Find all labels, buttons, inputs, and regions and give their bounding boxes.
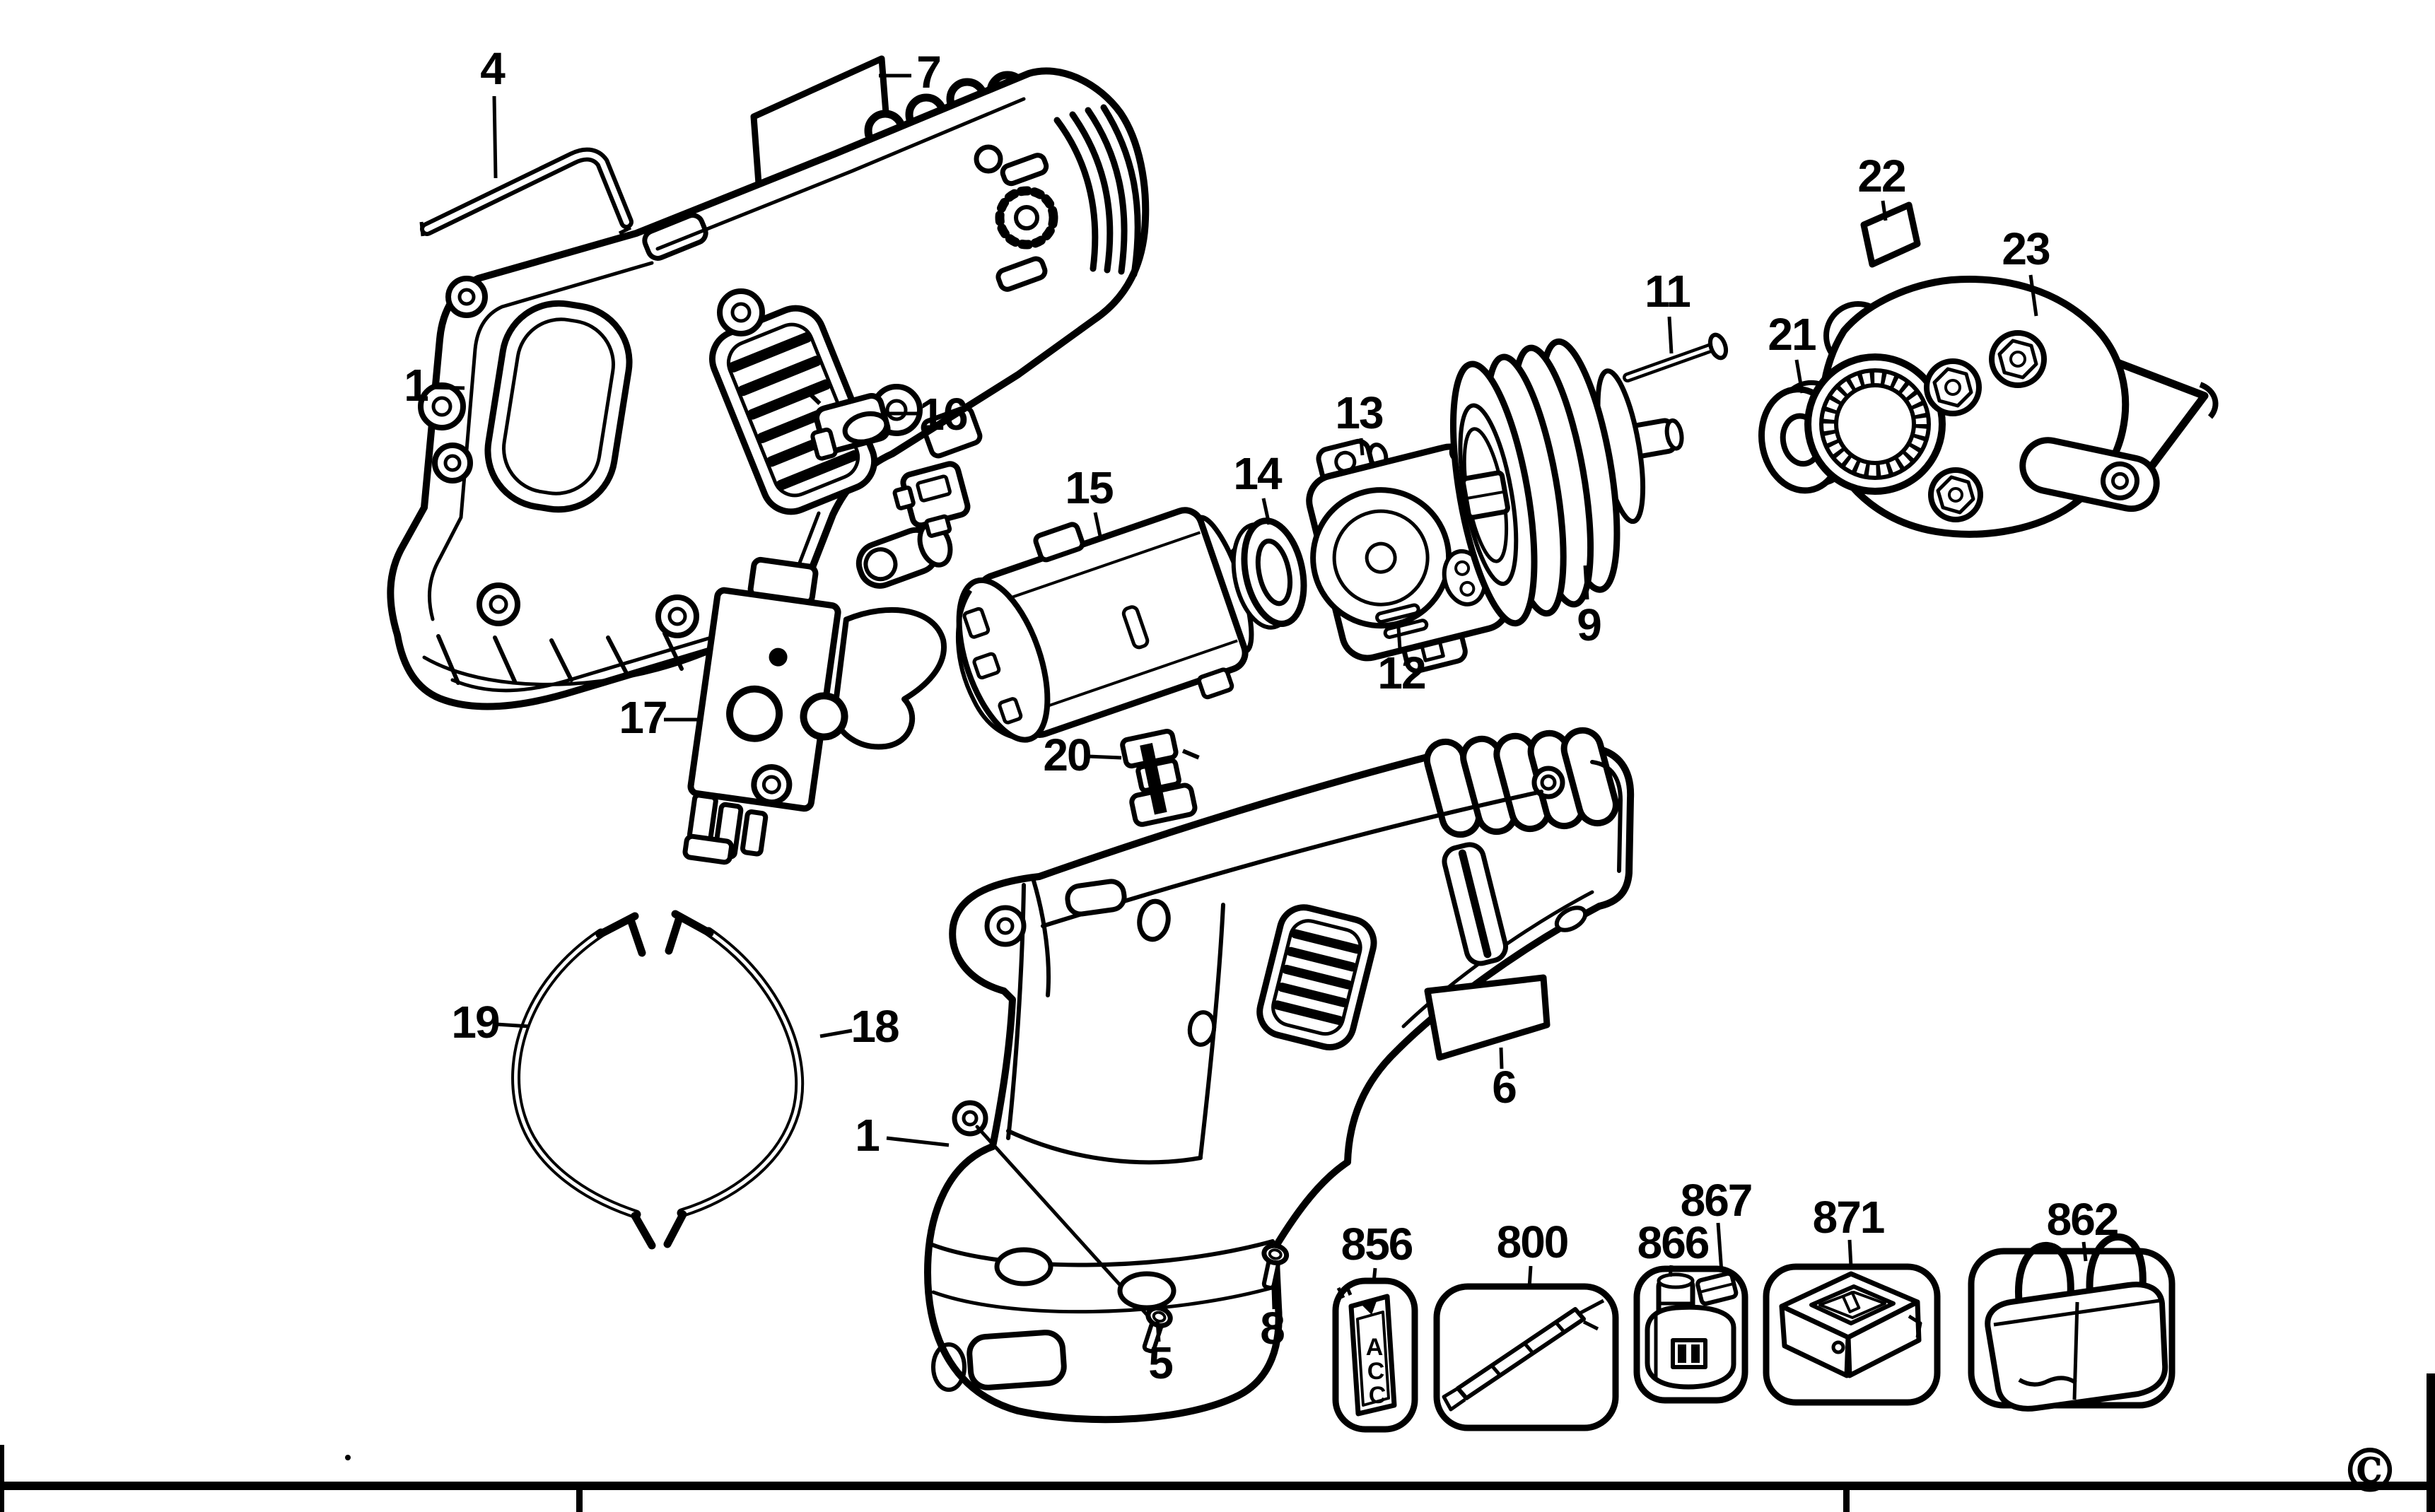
callout-867: 867 bbox=[1681, 1175, 1752, 1226]
callout-15: 15 bbox=[1065, 462, 1113, 513]
acc-letter-a: A bbox=[1366, 1334, 1384, 1361]
leader-line-866 bbox=[1668, 1265, 1674, 1277]
callout-12: 12 bbox=[1377, 647, 1425, 698]
part-9-clutch-assembly bbox=[1449, 338, 1684, 627]
part-4-hex-key-icon bbox=[419, 147, 633, 237]
callout-1-top: 1 bbox=[404, 360, 428, 411]
part-23-gearhead bbox=[1804, 276, 2219, 538]
callout-17: 17 bbox=[619, 692, 666, 743]
leader-line-14 bbox=[1261, 498, 1271, 525]
callout-6: 6 bbox=[1492, 1062, 1516, 1113]
acc-letter-c2: C bbox=[1369, 1382, 1386, 1409]
callout-4: 4 bbox=[480, 43, 506, 94]
box-800-cutting-tool bbox=[1433, 1283, 1619, 1431]
part-1-lower-housing bbox=[924, 727, 1635, 1424]
part-20-bracket bbox=[1120, 728, 1200, 827]
leader-line-22 bbox=[1881, 200, 1888, 221]
callout-871: 871 bbox=[1813, 1192, 1884, 1243]
callout-866: 866 bbox=[1637, 1217, 1709, 1268]
leader-line-19 bbox=[496, 1022, 530, 1028]
part-15-motor bbox=[956, 507, 1290, 743]
callout-20: 20 bbox=[1043, 729, 1090, 780]
hex-bolt-3 bbox=[1928, 467, 1983, 522]
callout-5: 5 bbox=[1148, 1337, 1172, 1388]
leader-line-5 bbox=[1155, 1320, 1161, 1342]
callout-800: 800 bbox=[1497, 1217, 1568, 1267]
part-18-wire-bail bbox=[663, 910, 805, 1248]
callout-862: 862 bbox=[2047, 1194, 2118, 1245]
callout-19: 19 bbox=[451, 997, 499, 1048]
leader-line-800 bbox=[1527, 1265, 1533, 1289]
leader-line-862 bbox=[2081, 1241, 2088, 1262]
leader-line-4 bbox=[492, 95, 498, 179]
callout-23: 23 bbox=[2002, 223, 2050, 274]
part-17-trigger-switch bbox=[682, 556, 947, 865]
leader-line-18 bbox=[819, 1028, 853, 1038]
part-8-screw bbox=[1261, 1243, 1290, 1290]
leader-line-867 bbox=[1716, 1222, 1724, 1273]
leader-line-856 bbox=[1372, 1267, 1377, 1283]
leader-line-21 bbox=[1794, 359, 1804, 394]
callout-13: 13 bbox=[1335, 387, 1383, 438]
leader-line-9 bbox=[1583, 565, 1589, 600]
callout-22: 22 bbox=[1857, 151, 1905, 201]
callout-7: 7 bbox=[916, 47, 940, 98]
box-862-tool-bag bbox=[1968, 1233, 2176, 1412]
leader-line-13 bbox=[1359, 438, 1365, 456]
hex-bolt-2 bbox=[1989, 330, 2047, 388]
part-19-wire-bail bbox=[511, 912, 656, 1250]
leader-line-1-bottom bbox=[886, 1136, 950, 1147]
hex-bolt-1 bbox=[1924, 358, 1982, 416]
part-16-connector bbox=[806, 390, 971, 538]
leader-line-23 bbox=[2028, 274, 2038, 317]
lower-housing-grille bbox=[1256, 904, 1377, 1050]
leader-line-8 bbox=[1271, 1287, 1276, 1310]
callout-18: 18 bbox=[851, 1001, 899, 1052]
leader-line-20 bbox=[1087, 754, 1122, 760]
callout-9: 9 bbox=[1577, 599, 1601, 650]
page-frame bbox=[0, 1373, 2435, 1512]
leader-line-6 bbox=[1499, 1047, 1504, 1069]
callout-8: 8 bbox=[1260, 1303, 1284, 1354]
part-16-connector-lower bbox=[892, 461, 971, 538]
part-867-chip bbox=[1695, 1271, 1739, 1306]
callout-16: 16 bbox=[919, 389, 967, 440]
part-6-label-sticker bbox=[1424, 974, 1551, 1061]
copyright-symbol: © bbox=[2340, 1436, 2400, 1507]
leader-line-11 bbox=[1667, 316, 1674, 354]
leader-line-871 bbox=[1847, 1239, 1853, 1267]
callout-14: 14 bbox=[1233, 448, 1283, 499]
upper-housing-grille bbox=[708, 305, 878, 515]
leader-line-12 bbox=[1396, 627, 1402, 650]
part-14-washer bbox=[1231, 517, 1307, 630]
leader-line-1-top bbox=[429, 385, 465, 390]
acc-letter-c1: C bbox=[1367, 1358, 1385, 1385]
part-22-label-sticker bbox=[1860, 201, 1921, 268]
callout-11: 11 bbox=[1645, 266, 1690, 317]
part-11-pin bbox=[1623, 332, 1729, 382]
box-856-accessory bbox=[1332, 1277, 1418, 1433]
callout-856: 856 bbox=[1341, 1219, 1413, 1270]
leader-line-15 bbox=[1093, 512, 1103, 540]
callout-1-bottom: 1 bbox=[855, 1110, 879, 1161]
part-1-upper-housing bbox=[387, 67, 1150, 710]
callout-21: 21 bbox=[1768, 309, 1816, 360]
box-871-charger bbox=[1763, 1263, 1941, 1406]
lower-housing-collar-ribs bbox=[1423, 727, 1619, 838]
